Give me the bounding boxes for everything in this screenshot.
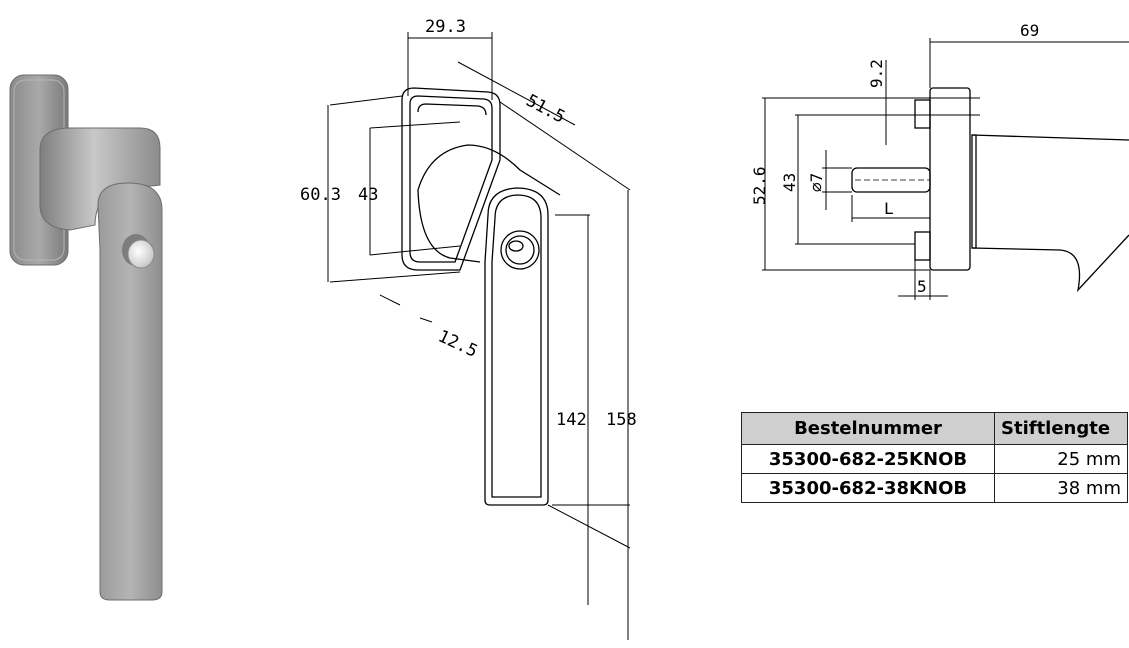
dim-158: 158 (606, 410, 637, 430)
dim-9-2: 9.2 (867, 59, 886, 88)
order-code: 35300-682-38KNOB (741, 473, 995, 503)
dim-pin-diameter: ⌀7 (807, 173, 826, 192)
order-table: Bestelnummer Stiftlengte 35300-682-25KNO… (741, 412, 1128, 503)
dim-12-5: 12.5 (435, 326, 481, 361)
handle-render (9, 74, 163, 601)
dim-69: 69 (1020, 21, 1039, 40)
table-header-row: Bestelnummer Stiftlengte (741, 412, 1128, 445)
pin-length: 38 mm (994, 473, 1128, 503)
table-row: 35300-682-25KNOB 25 mm (741, 444, 1128, 474)
order-code: 35300-682-25KNOB (741, 444, 995, 474)
dim-43-side: 43 (780, 173, 799, 192)
table-row: 35300-682-38KNOB 38 mm (741, 473, 1128, 503)
dim-pin-length: L (884, 199, 894, 218)
dim-5: 5 (917, 277, 927, 296)
iso-dimensions (327, 32, 631, 640)
side-drawing (851, 87, 1129, 293)
dim-29-3: 29.3 (425, 17, 466, 37)
side-dimensions (762, 38, 1129, 300)
dim-60-3: 60.3 (300, 185, 341, 205)
dim-142: 142 (556, 410, 587, 430)
dim-43-iso: 43 (358, 185, 378, 205)
iso-drawing (401, 87, 561, 506)
pin-length: 25 mm (994, 444, 1128, 474)
header-bestelnummer: Bestelnummer (741, 412, 995, 445)
dim-52-6: 52.6 (750, 166, 769, 205)
header-stiftlengte: Stiftlengte (994, 412, 1128, 445)
